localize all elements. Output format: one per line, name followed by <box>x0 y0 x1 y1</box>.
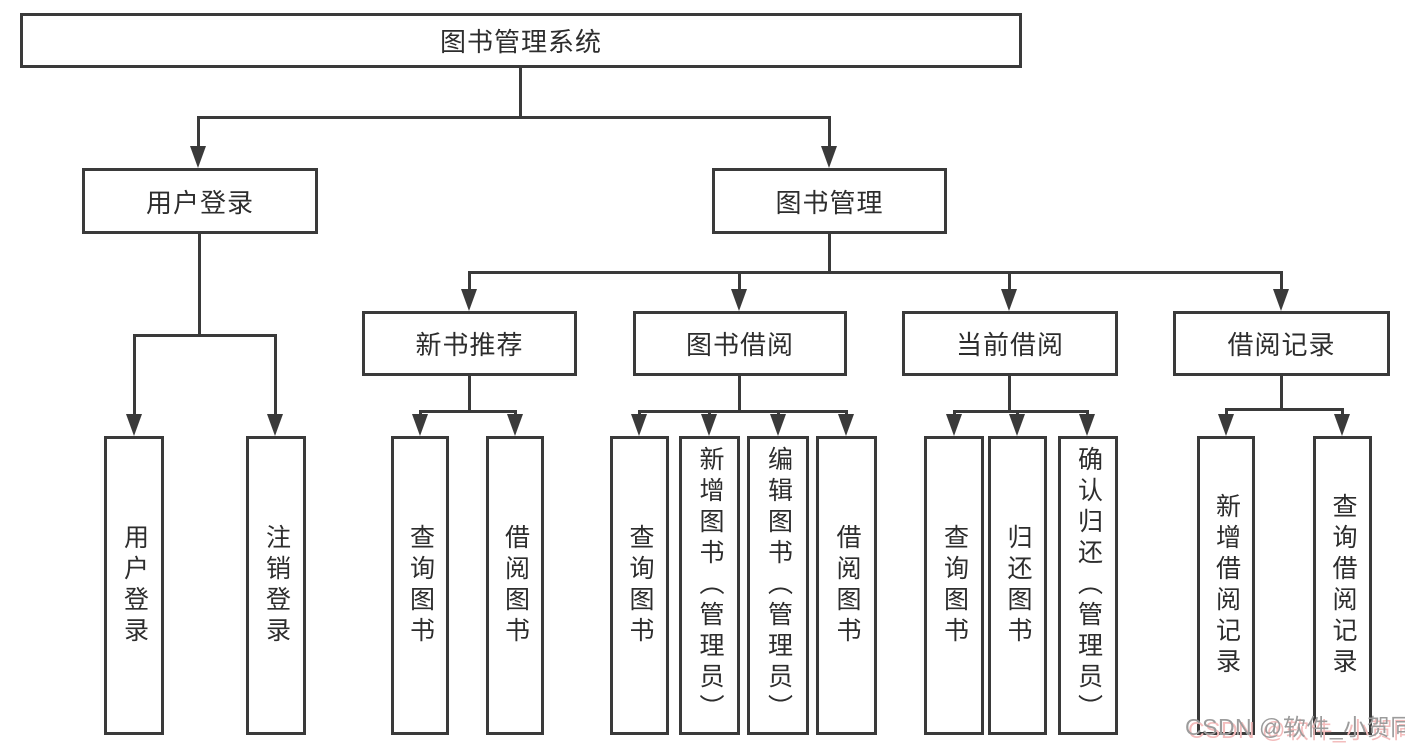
connector-line <box>953 410 1088 413</box>
node-label: 图书管理 <box>775 187 884 218</box>
leaf-label: 注销登录 <box>262 523 291 648</box>
node-book-borrow: 图书借阅 <box>633 311 847 376</box>
connector-line <box>468 376 471 412</box>
arrow-down-icon <box>1218 414 1234 436</box>
leaf-add-book-admin: 新增图书（管理员） <box>679 436 740 735</box>
node-borrow-records: 借阅记录 <box>1173 311 1390 376</box>
connector-line <box>738 376 741 412</box>
connector-line <box>638 410 848 413</box>
connector-line <box>828 234 831 274</box>
arrow-down-icon <box>946 414 962 436</box>
connector-line <box>953 410 956 416</box>
leaf-query-books-recommend: 查询图书 <box>391 436 449 735</box>
arrow-down-icon <box>821 146 837 168</box>
connector-line <box>1016 410 1019 416</box>
arrow-down-icon <box>461 289 477 311</box>
node-label: 当前借阅 <box>955 330 1064 360</box>
leaf-label: 借阅图书 <box>833 523 861 648</box>
leaf-label: 查询借阅记录 <box>1329 492 1357 679</box>
leaf-label: 查询图书 <box>626 523 654 648</box>
arrow-down-icon <box>731 289 747 311</box>
leaf-add-borrow-record: 新增借阅记录 <box>1197 436 1255 735</box>
leaf-label: 新增借阅记录 <box>1212 492 1241 679</box>
connector-line <box>1341 408 1344 416</box>
connector-line <box>777 410 780 416</box>
connector-line <box>1225 408 1343 411</box>
connector-line <box>738 271 741 291</box>
csdn-watermark: CSDN @软件_小贺同学 <box>1185 714 1405 740</box>
connector-line <box>1008 271 1011 291</box>
arrow-down-icon <box>701 414 717 436</box>
connector-line <box>198 234 201 336</box>
leaf-query-books-borrow: 查询图书 <box>610 436 669 735</box>
connector-line <box>1280 376 1283 410</box>
leaf-edit-book-admin: 编辑图书（管理员） <box>747 436 809 735</box>
connector-line <box>468 271 471 291</box>
arrow-down-icon <box>770 414 786 436</box>
connector-line <box>519 68 522 119</box>
arrow-down-icon <box>1009 414 1025 436</box>
node-current-borrow: 当前借阅 <box>902 311 1118 376</box>
leaf-return-books: 归还图书 <box>988 436 1047 735</box>
node-label: 新书推荐 <box>415 330 524 360</box>
leaf-label: 编辑图书（管理员） <box>764 446 793 725</box>
arrow-down-icon <box>838 414 854 436</box>
node-user-login: 用户登录 <box>82 168 318 234</box>
node-label: 借阅记录 <box>1227 330 1336 360</box>
leaf-confirm-return-admin: 确认归还（管理员） <box>1058 436 1118 735</box>
connector-line <box>514 410 517 416</box>
connector-line <box>133 334 277 337</box>
connector-line <box>845 410 848 416</box>
node-label: 用户登录 <box>145 187 254 218</box>
leaf-label: 确认归还（管理员） <box>1074 446 1103 725</box>
arrow-down-icon <box>190 146 206 168</box>
connector-line <box>197 116 200 148</box>
node-new-book-recommend: 新书推荐 <box>362 311 577 376</box>
arrow-down-icon <box>507 414 523 436</box>
connector-line <box>708 410 711 416</box>
node-label: 图书借阅 <box>685 330 794 360</box>
leaf-label: 归还图书 <box>1004 523 1032 648</box>
leaf-borrow-books-recommend: 借阅图书 <box>486 436 544 735</box>
connector-line <box>828 116 831 148</box>
arrow-down-icon <box>267 414 283 436</box>
connector-line <box>274 334 277 416</box>
arrow-down-icon <box>412 414 428 436</box>
connector-line <box>1225 408 1228 416</box>
leaf-label: 用户登录 <box>120 523 149 648</box>
leaf-label: 借阅图书 <box>501 523 530 648</box>
connector-line <box>419 410 422 416</box>
node-label: 图书管理系统 <box>439 27 602 57</box>
leaf-label: 查询图书 <box>406 523 435 648</box>
node-library-management-system: 图书管理系统 <box>20 13 1022 68</box>
leaf-query-borrow-record: 查询借阅记录 <box>1313 436 1372 735</box>
connector-line <box>638 410 641 416</box>
leaf-label: 新增图书（管理员） <box>696 446 724 725</box>
leaf-borrow-books: 借阅图书 <box>816 436 877 735</box>
leaf-logout: 注销登录 <box>246 436 306 735</box>
arrow-down-icon <box>1334 414 1350 436</box>
arrow-down-icon <box>631 414 647 436</box>
connector-line <box>468 271 1282 274</box>
connector-line <box>419 410 516 413</box>
leaf-label: 查询图书 <box>940 523 969 648</box>
arrow-down-icon <box>1079 414 1095 436</box>
connector-line <box>1086 410 1089 416</box>
leaf-query-books-current: 查询图书 <box>924 436 984 735</box>
arrow-down-icon <box>1273 289 1289 311</box>
connector-line <box>1008 376 1011 412</box>
connector-line <box>197 116 831 119</box>
connector-line <box>133 334 136 416</box>
leaf-user-login: 用户登录 <box>104 436 164 735</box>
node-book-management: 图书管理 <box>712 168 947 234</box>
arrow-down-icon <box>126 414 142 436</box>
connector-line <box>1280 271 1283 291</box>
arrow-down-icon <box>1001 289 1017 311</box>
